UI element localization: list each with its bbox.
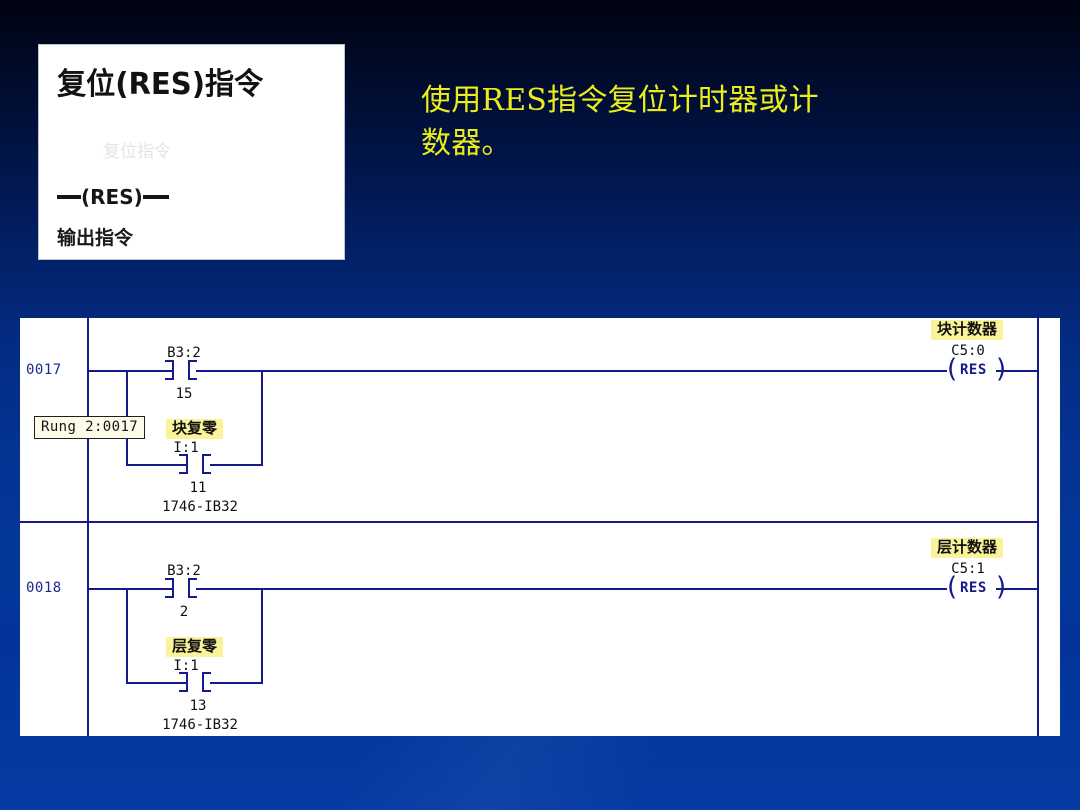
- branch-bottom-wire: [210, 682, 263, 684]
- coil-right-paren: ): [996, 572, 1007, 602]
- contact-hook: [165, 378, 173, 380]
- contact-right-bar: [202, 672, 204, 692]
- contact-bit: 15: [175, 386, 193, 402]
- right-power-rail: [1037, 318, 1039, 736]
- contact-hook: [189, 378, 197, 380]
- contact-address: I:1: [173, 658, 199, 674]
- branch-tag-label: 块复零: [166, 419, 224, 440]
- output-tag-label: 块计数器: [931, 320, 1004, 341]
- output-address: C5:1: [951, 561, 985, 577]
- contact-address: I:1: [173, 440, 199, 456]
- rung-number: 0018: [26, 580, 62, 596]
- coil-right-paren: ): [996, 354, 1007, 384]
- coil-instruction: RES: [960, 362, 987, 378]
- contact-left-bar: [186, 672, 188, 692]
- rung-wire: [89, 370, 172, 372]
- rung-tooltip: Rung 2:0017: [34, 416, 146, 439]
- output-tag-label: 层计数器: [931, 538, 1004, 559]
- page-title: 使用RES指令复位计时器或计 数器。: [421, 80, 1021, 165]
- contact-left-bar: [172, 360, 174, 380]
- headline-line-1: 使用RES指令复位计时器或计: [421, 83, 819, 118]
- branch-left-vertical: [126, 588, 128, 684]
- coil-output-wire: [996, 370, 1038, 372]
- contact-hook: [189, 578, 197, 580]
- rung-wire: [196, 588, 263, 590]
- branch-bottom-wire: [210, 464, 263, 466]
- left-power-rail: [87, 318, 89, 736]
- headline-line-2: 数器。: [421, 125, 512, 161]
- branch-tag-label: 层复零: [166, 637, 224, 658]
- contact-hook: [203, 690, 211, 692]
- rung-wire: [263, 370, 947, 372]
- title-card-image: 复位(RES)指令 复位指令 (RES) 输出指令: [38, 44, 345, 260]
- contact-hook: [179, 672, 187, 674]
- contact-hook: [203, 454, 211, 456]
- title-card-ghost-text: 复位指令: [103, 142, 171, 162]
- rung-wire: [263, 588, 947, 590]
- symbol-left-dash: [57, 195, 81, 199]
- branch-bottom-wire: [126, 682, 186, 684]
- contact-right-bar: [188, 360, 190, 380]
- res-coil-symbol: (RES): [57, 185, 169, 209]
- rung-wire: [89, 588, 172, 590]
- contact-address: B3:2: [167, 345, 201, 361]
- contact-hook: [189, 596, 197, 598]
- contact-right-bar: [188, 578, 190, 598]
- contact-address: B3:2: [167, 563, 201, 579]
- title-card-heading: 复位(RES)指令: [57, 67, 264, 102]
- rung-separator: [20, 521, 1039, 523]
- contact-hook: [165, 360, 173, 362]
- title-card-subtitle: 输出指令: [57, 227, 134, 249]
- contact-bit: 11: [189, 480, 207, 496]
- contact-left-bar: [172, 578, 174, 598]
- contact-bit: 2: [179, 604, 189, 620]
- contact-right-bar: [202, 454, 204, 474]
- rung-number: 0017: [26, 362, 62, 378]
- branch-bottom-wire: [126, 464, 186, 466]
- contact-hook: [203, 472, 211, 474]
- contact-hook: [165, 596, 173, 598]
- symbol-label: (RES): [81, 185, 143, 209]
- coil-instruction: RES: [960, 580, 987, 596]
- rung-wire: [196, 370, 263, 372]
- ladder-diagram-panel: 0017 B3:2 15 块复零 I:: [20, 318, 1060, 736]
- contact-hook: [179, 472, 187, 474]
- contact-hook: [189, 360, 197, 362]
- coil-left-paren: (: [947, 354, 958, 384]
- contact-hook: [179, 454, 187, 456]
- branch-right-vertical: [261, 370, 263, 466]
- io-module-label: 1746-IB32: [162, 717, 238, 733]
- symbol-right-dash: [142, 195, 169, 199]
- contact-bit: 13: [189, 698, 207, 714]
- io-module-label: 1746-IB32: [162, 499, 238, 515]
- contact-hook: [165, 578, 173, 580]
- contact-hook: [179, 690, 187, 692]
- contact-left-bar: [186, 454, 188, 474]
- coil-left-paren: (: [947, 572, 958, 602]
- output-address: C5:0: [951, 343, 985, 359]
- contact-hook: [203, 672, 211, 674]
- branch-right-vertical: [261, 588, 263, 684]
- coil-output-wire: [996, 588, 1038, 590]
